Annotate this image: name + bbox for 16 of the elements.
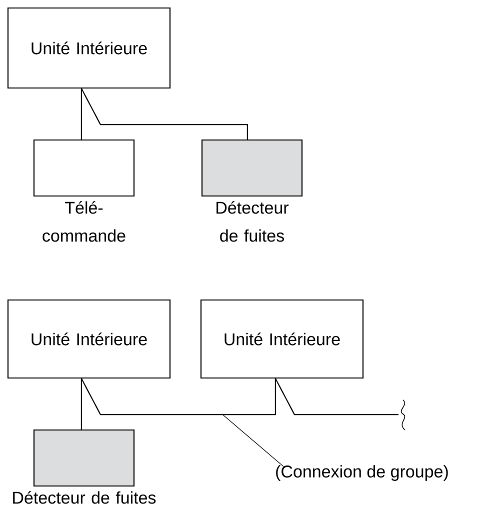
device-box: Détecteur de fuites	[13, 429, 156, 504]
node-label: Détecteur de fuites	[216, 201, 289, 242]
callout-text: (Connexion de groupe)	[276, 465, 448, 481]
unit-box: Unité Intérieure	[7, 7, 171, 89]
node-label: Détecteur de fuites	[13, 491, 156, 504]
unit-box: Unité Intérieure	[200, 299, 364, 379]
connection-line	[80, 88, 82, 140]
connection-line	[80, 88, 248, 140]
device-box: Télé- commande	[33, 139, 135, 242]
connection-line	[274, 378, 398, 416]
connection-line	[80, 378, 276, 416]
device-box: Détecteur de fuites	[201, 139, 303, 242]
node-label: Télé- commande	[42, 201, 126, 242]
connection-line	[80, 378, 82, 430]
leader-line	[222, 414, 284, 467]
unit-box: Unité Intérieure	[7, 299, 171, 379]
